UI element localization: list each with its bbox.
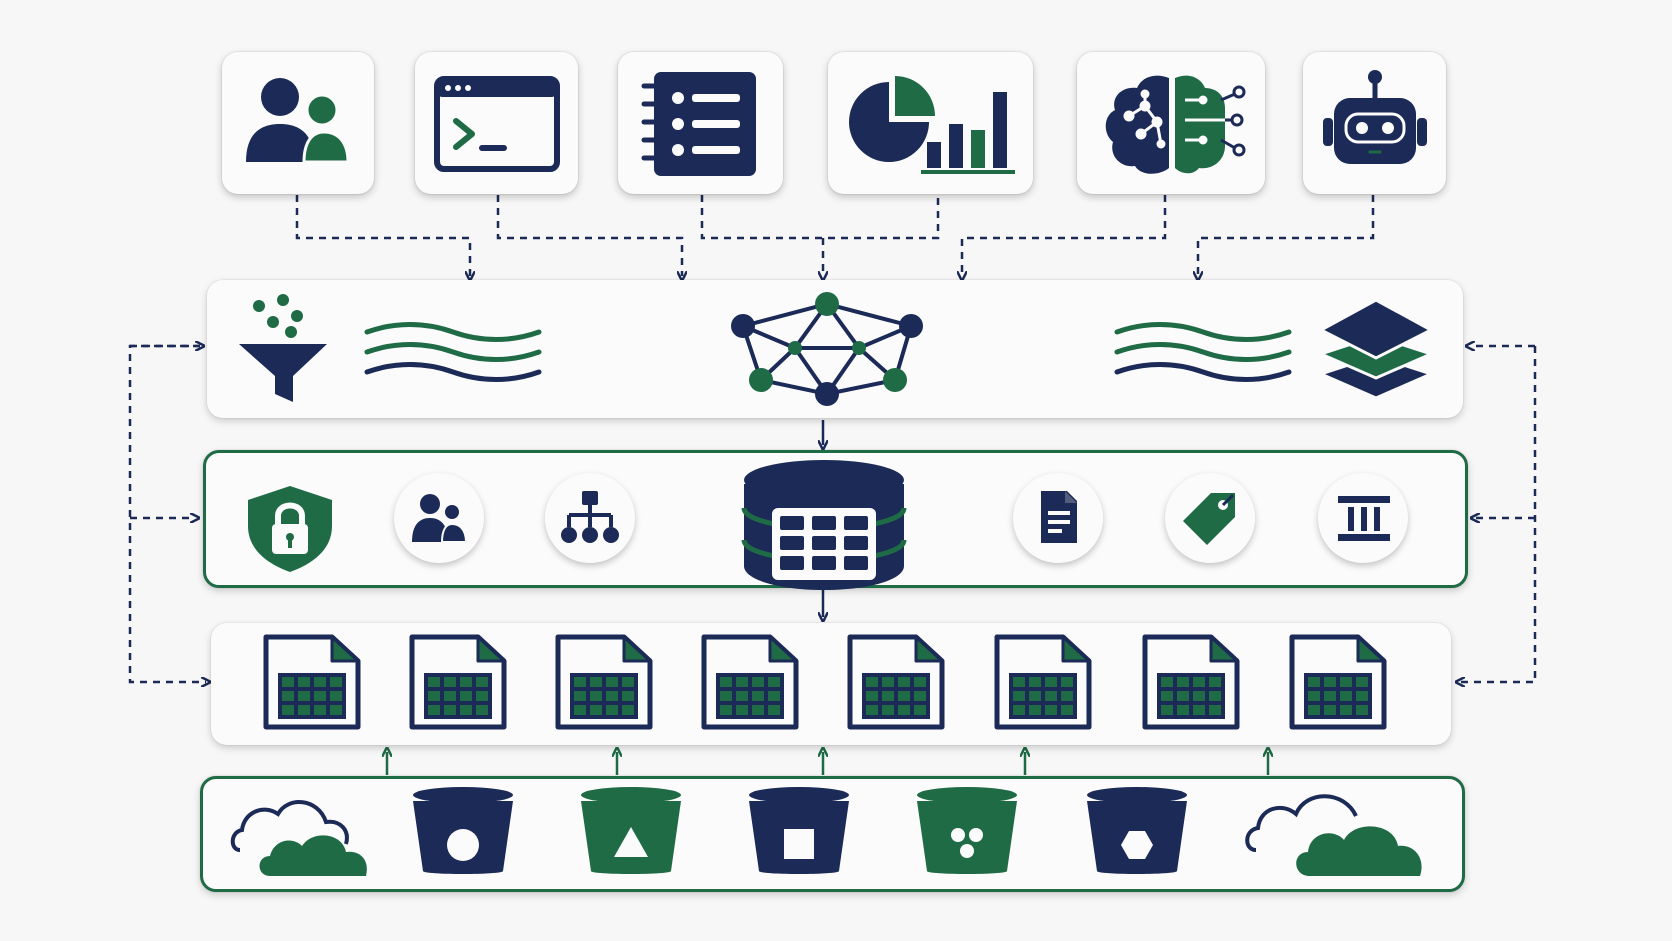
processing-layer — [207, 280, 1463, 418]
table-database-icon[interactable] — [740, 458, 908, 592]
bucket-square-icon — [749, 787, 849, 874]
flow-arrow — [295, 195, 470, 276]
stream-waves-icon — [1114, 322, 1292, 382]
stream-waves-icon — [364, 322, 542, 382]
bucket-triangle-icon — [581, 787, 681, 874]
catalog-users-node[interactable] — [394, 473, 484, 563]
bucket-circle-icon — [413, 787, 513, 874]
table-file-icon[interactable] — [1141, 633, 1241, 731]
bucket-hexagon-icon — [1087, 787, 1187, 874]
table-file-icon[interactable] — [846, 633, 946, 731]
notebook-list-icon — [641, 72, 756, 176]
bi-charts-icon — [849, 76, 1015, 174]
security-shield-icon[interactable] — [244, 484, 336, 572]
temple-icon — [1338, 496, 1390, 541]
flow-arrow — [1198, 195, 1375, 276]
consumer-card-ai[interactable] — [1077, 52, 1265, 194]
document-icon — [1041, 491, 1077, 543]
flow-arrow — [128, 344, 206, 682]
layers-stack-icon — [1316, 298, 1436, 400]
flow-arrow — [1460, 346, 1537, 682]
table-file-icon[interactable] — [700, 633, 800, 731]
network-graph-icon — [731, 292, 923, 406]
consumer-card-terminal[interactable] — [415, 52, 578, 194]
consumer-card-users[interactable] — [222, 52, 374, 194]
consumer-card-notebook[interactable] — [618, 52, 783, 194]
tag-icon — [1183, 493, 1235, 545]
flow-arrow — [962, 195, 1167, 276]
users-icon — [246, 78, 350, 164]
consumer-card-robot[interactable] — [1303, 52, 1446, 194]
cloud-icon — [230, 800, 367, 876]
table-file-icon[interactable] — [554, 633, 654, 731]
robot-icon — [1323, 70, 1427, 164]
hierarchy-icon — [561, 491, 619, 543]
flow-arrow — [496, 195, 682, 276]
flow-arrow — [700, 195, 940, 240]
ai-brain-icon — [1105, 75, 1246, 174]
table-file-icon[interactable] — [1288, 633, 1388, 731]
cloud-icon — [1245, 794, 1422, 876]
table-file-icon[interactable] — [993, 633, 1093, 731]
bucket-dots-icon — [917, 787, 1017, 874]
table-files-layer — [211, 623, 1451, 745]
users-icon — [412, 494, 468, 543]
table-file-icon[interactable] — [262, 633, 362, 731]
table-file-icon[interactable] — [408, 633, 508, 731]
terminal-window-icon — [434, 76, 560, 172]
consumer-card-analytics[interactable] — [828, 52, 1033, 194]
funnel-filter-icon — [239, 294, 327, 402]
